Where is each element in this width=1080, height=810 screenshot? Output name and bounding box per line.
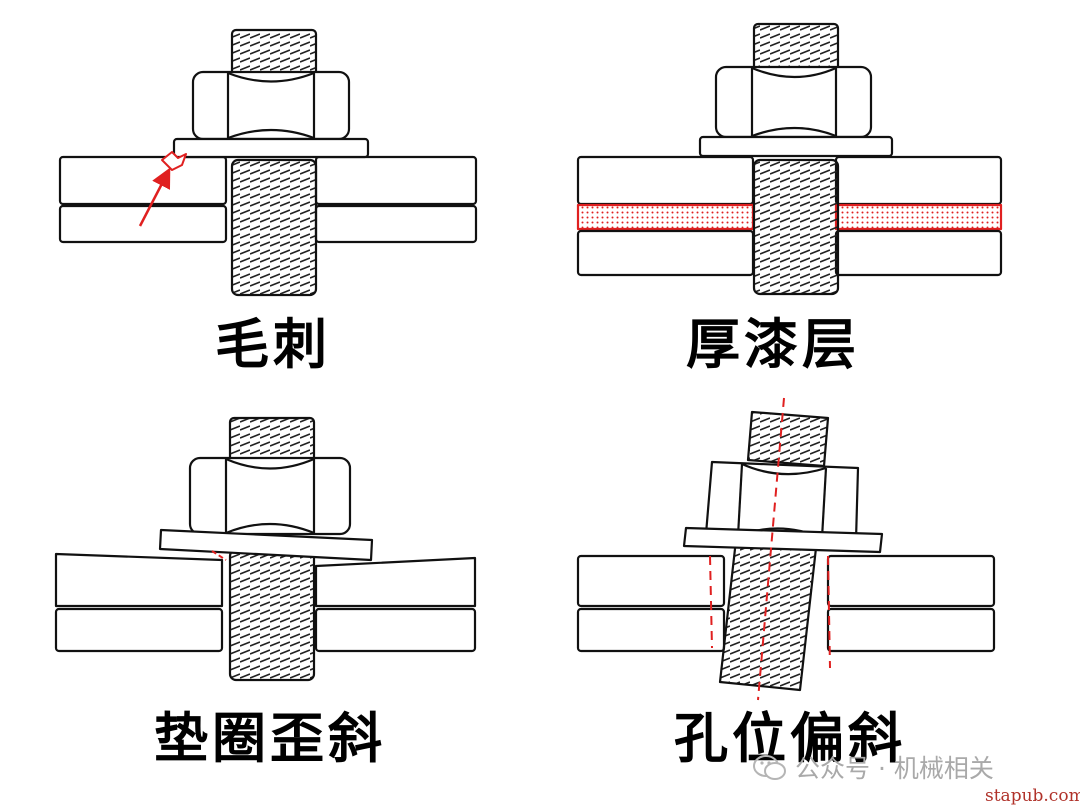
- nut: [188, 456, 352, 536]
- washer: [172, 137, 370, 159]
- caption-hole-offset: 孔位偏斜: [674, 707, 906, 770]
- caption-burr: 毛刺: [215, 313, 331, 376]
- caption-tilted-washer: 垫圈歪斜: [154, 707, 386, 770]
- bolt: [230, 28, 318, 297]
- bolt: [718, 410, 830, 692]
- plate-top: [54, 552, 477, 608]
- wechat-icon: [753, 755, 786, 780]
- panel-burr: [58, 28, 478, 297]
- nut: [714, 65, 873, 139]
- plate-bottom: [54, 607, 477, 653]
- plate-top: [58, 155, 478, 206]
- gap-mark: [211, 550, 227, 561]
- caption-thick-paint: 厚漆层: [686, 313, 860, 376]
- panel-thick-paint: [576, 22, 1003, 296]
- panel-tilted-washer: [54, 416, 477, 682]
- paint-layer: [576, 203, 1003, 231]
- burr-mark: [161, 151, 187, 171]
- washer: [682, 526, 884, 554]
- plate-top: [576, 554, 996, 608]
- plate-bottom: [576, 607, 996, 653]
- plate-bottom: [58, 204, 478, 244]
- washer: [698, 135, 894, 158]
- plate-top: [576, 155, 1003, 206]
- watermark-text: 公众号 · 机械相关: [795, 754, 994, 783]
- watermark-site: stapub.com: [985, 786, 1080, 806]
- bolt: [752, 22, 840, 296]
- panel-hole-offset: [576, 397, 996, 701]
- washer: [158, 528, 374, 562]
- bolt: [228, 416, 316, 682]
- burr-arrow: [138, 167, 171, 227]
- hole-centerlines: [709, 397, 831, 701]
- nut: [191, 70, 351, 141]
- plate-bottom: [576, 229, 1003, 277]
